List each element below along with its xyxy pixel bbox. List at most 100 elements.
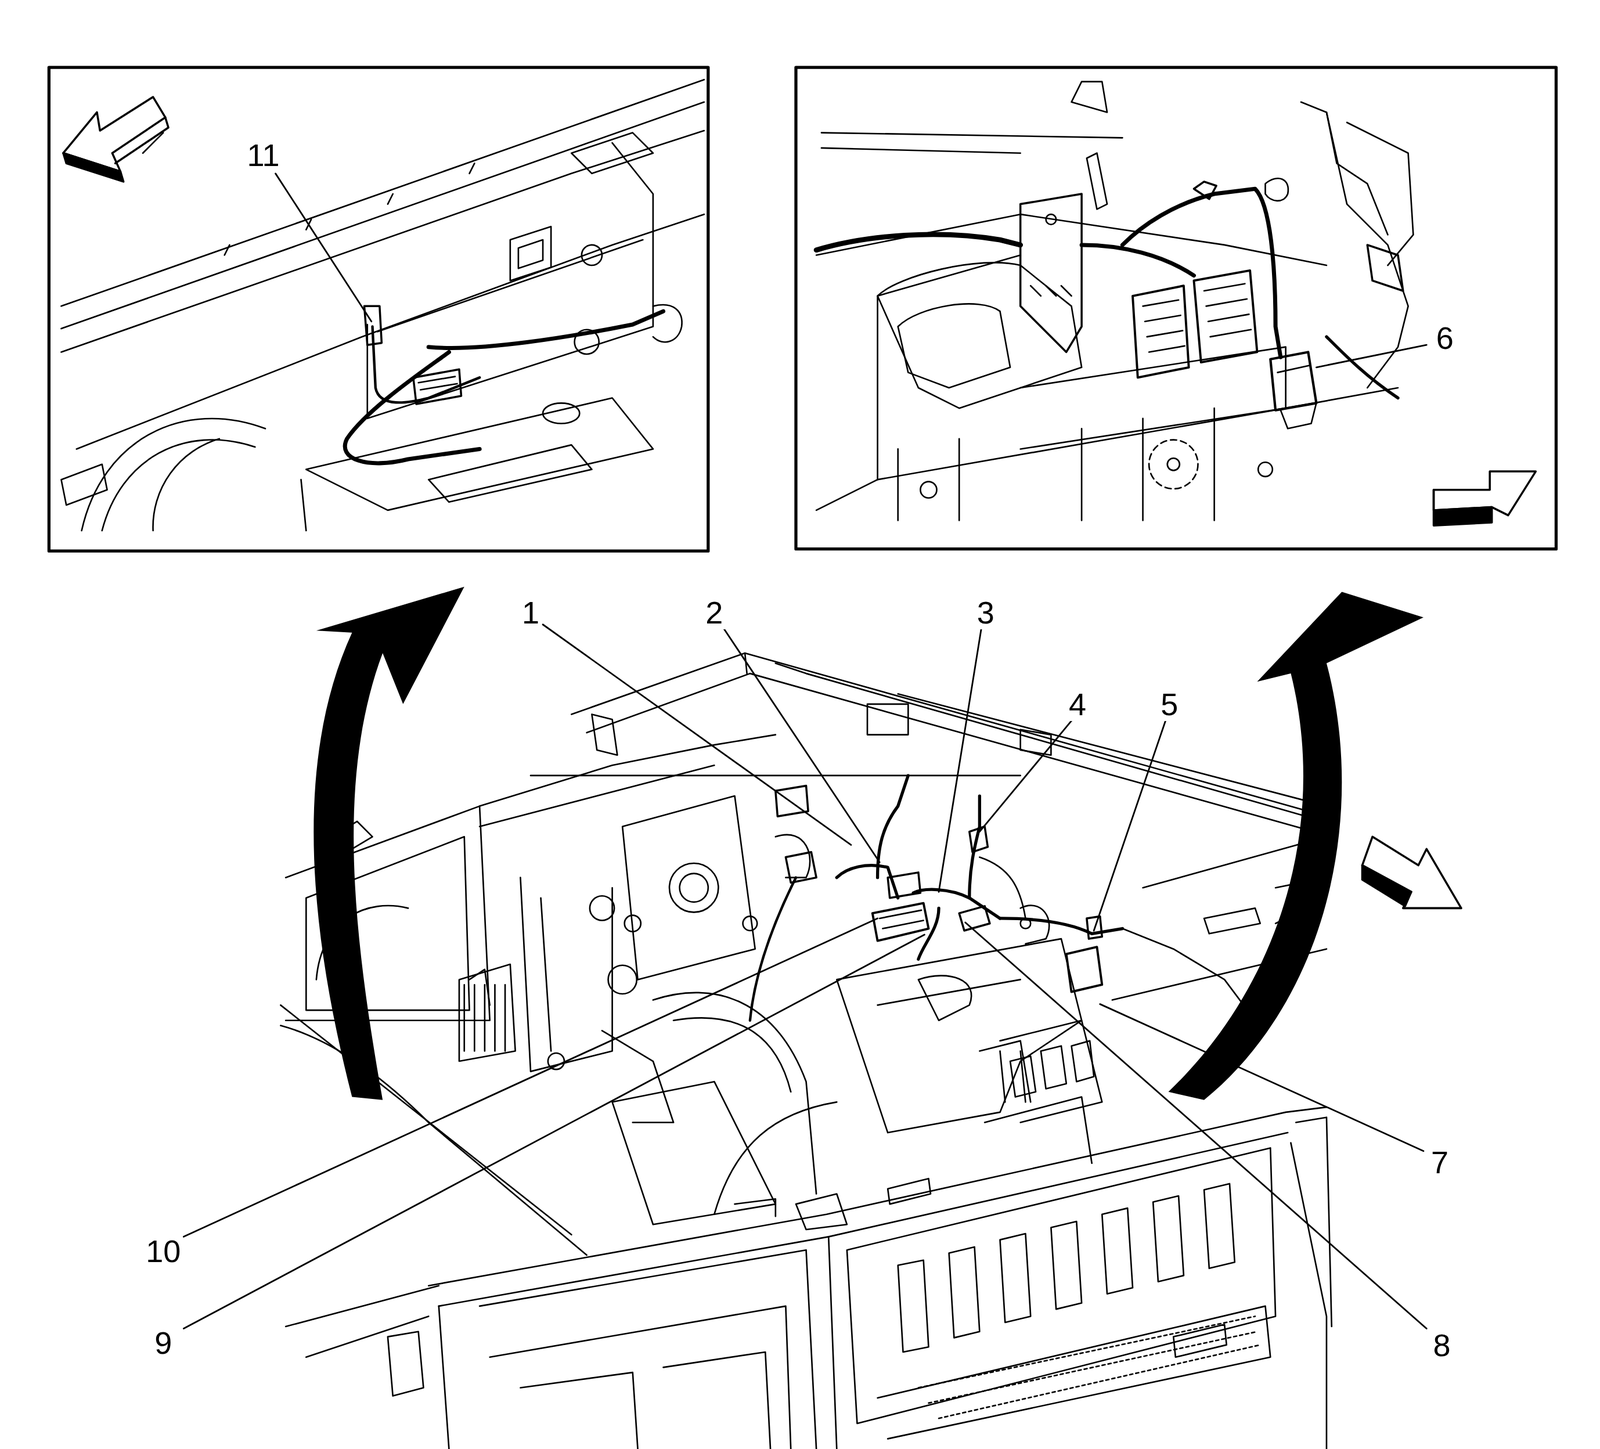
vehicle-illustration	[438, 1132, 1288, 1307]
vehicle-illustration	[1000, 1233, 1032, 1323]
right-inset-detail	[1193, 181, 1217, 200]
right-inset-detail	[1081, 244, 1194, 276]
left-inset-detail	[364, 305, 382, 345]
right-inset-detail	[1143, 300, 1185, 353]
vehicle-illustration	[887, 872, 921, 899]
leader-line	[275, 173, 372, 322]
vehicle-illustration	[479, 734, 776, 807]
right-inset-detail	[877, 234, 1021, 480]
leader-line	[979, 718, 1074, 832]
inset-frame	[48, 67, 708, 551]
vehicle-illustration	[1290, 1143, 1327, 1449]
vehicle-illustration	[979, 1040, 1031, 1102]
left-inset-detail	[60, 79, 704, 531]
vehicle-illustration	[612, 1081, 776, 1225]
vehicle-illustration	[828, 1236, 837, 1449]
leader-line	[722, 626, 880, 863]
vehicle-illustration	[479, 765, 715, 827]
right-inset-detail	[1367, 244, 1404, 291]
vehicle-illustration	[785, 852, 817, 884]
vehicle-illustration	[795, 1194, 848, 1231]
vehicle-illustration	[969, 826, 989, 853]
left-inset-detail	[367, 142, 654, 419]
vehicle-illustration	[836, 938, 1082, 1133]
left-inset-detail	[305, 398, 654, 511]
vehicle-illustration	[589, 895, 615, 921]
vehicle-illustration	[608, 965, 637, 994]
vehicle-illustration	[387, 1331, 424, 1397]
right-inset-detail	[1132, 285, 1189, 378]
vehicle-illustration	[1275, 877, 1327, 889]
left-inset-detail	[60, 79, 704, 306]
callout-number: 8	[1431, 1328, 1454, 1362]
vehicle-illustration	[280, 1025, 587, 1256]
vehicle-illustration	[331, 821, 373, 853]
vehicle-illustration	[1275, 913, 1302, 924]
vehicle-illustration	[1152, 1195, 1184, 1282]
vehicle-illustration	[714, 1101, 837, 1214]
callout-number: 9	[152, 1325, 175, 1360]
vehicle-illustration	[1010, 1040, 1094, 1098]
vehicle-illustration	[586, 673, 1332, 837]
callout-number: 6	[1433, 321, 1457, 355]
left-inset-detail	[372, 326, 481, 403]
left-inset-detail	[653, 304, 683, 342]
right-inset-detail	[898, 303, 1011, 388]
direction-arrow	[1361, 836, 1461, 908]
direction-arrow	[1433, 489, 1493, 526]
left-inset-detail	[418, 376, 458, 391]
right-inset-detail	[1265, 178, 1288, 201]
vehicle-illustration	[479, 1249, 817, 1449]
vehicle-illustration	[984, 1097, 1093, 1164]
left-inset-detail	[428, 444, 592, 502]
vehicle-illustration	[847, 1147, 1276, 1424]
vehicle-illustration	[520, 877, 612, 1072]
right-inset-detail	[898, 438, 960, 521]
leader-line	[965, 922, 1427, 1329]
vehicle-illustration	[1143, 836, 1327, 888]
right-inset-detail	[1030, 285, 1072, 297]
right-inset-detail	[816, 214, 1327, 266]
right-inset-detail	[821, 132, 1123, 154]
left-inset-detail	[510, 226, 551, 281]
vehicle-illustration	[918, 975, 972, 1021]
vehicle-illustration	[867, 704, 908, 735]
callout-number: 2	[703, 595, 726, 630]
direction-arrow	[63, 153, 124, 182]
vehicle-illustration	[734, 1198, 776, 1217]
vehicle-illustration	[520, 1372, 638, 1449]
callout-number: 4	[1066, 687, 1089, 722]
left-inset-detail	[571, 132, 654, 174]
view-arrow	[313, 586, 464, 1101]
left-inset-detail	[344, 351, 480, 463]
inset-frame	[48, 67, 1556, 551]
left-inset-detail	[60, 102, 704, 329]
vehicle-illustration	[305, 836, 470, 1011]
vehicle-illustration	[1173, 1324, 1227, 1358]
vehicle-illustration	[918, 1316, 1261, 1419]
vehicle-illustration	[438, 1306, 450, 1449]
vehicle-illustration	[673, 1017, 791, 1092]
direction-arrow	[1433, 471, 1537, 526]
vehicle-illustration	[662, 1352, 771, 1449]
vehicle-illustration	[541, 898, 552, 1052]
vehicle-illustration	[669, 863, 719, 913]
left-inset-detail	[301, 479, 307, 531]
vehicle-illustration	[602, 1030, 674, 1123]
vehicle-illustration	[571, 653, 1327, 817]
direction-arrow	[63, 96, 169, 182]
right-inset-detail	[1258, 462, 1273, 477]
vehicle-illustration	[1000, 918, 1123, 934]
vehicle-illustration	[459, 964, 516, 1062]
direction-arrow	[1361, 836, 1461, 908]
right-inset-detail	[1270, 351, 1317, 410]
leader-line	[183, 934, 925, 1329]
vehicle-illustration	[775, 663, 1307, 817]
right-inset-detail	[1280, 402, 1317, 429]
right-inset-detail	[816, 234, 1021, 251]
vehicle-illustration	[316, 905, 409, 980]
left-inset-detail	[81, 418, 266, 531]
vehicle-illustration	[877, 1306, 1271, 1439]
vehicle-illustration	[879, 910, 924, 929]
